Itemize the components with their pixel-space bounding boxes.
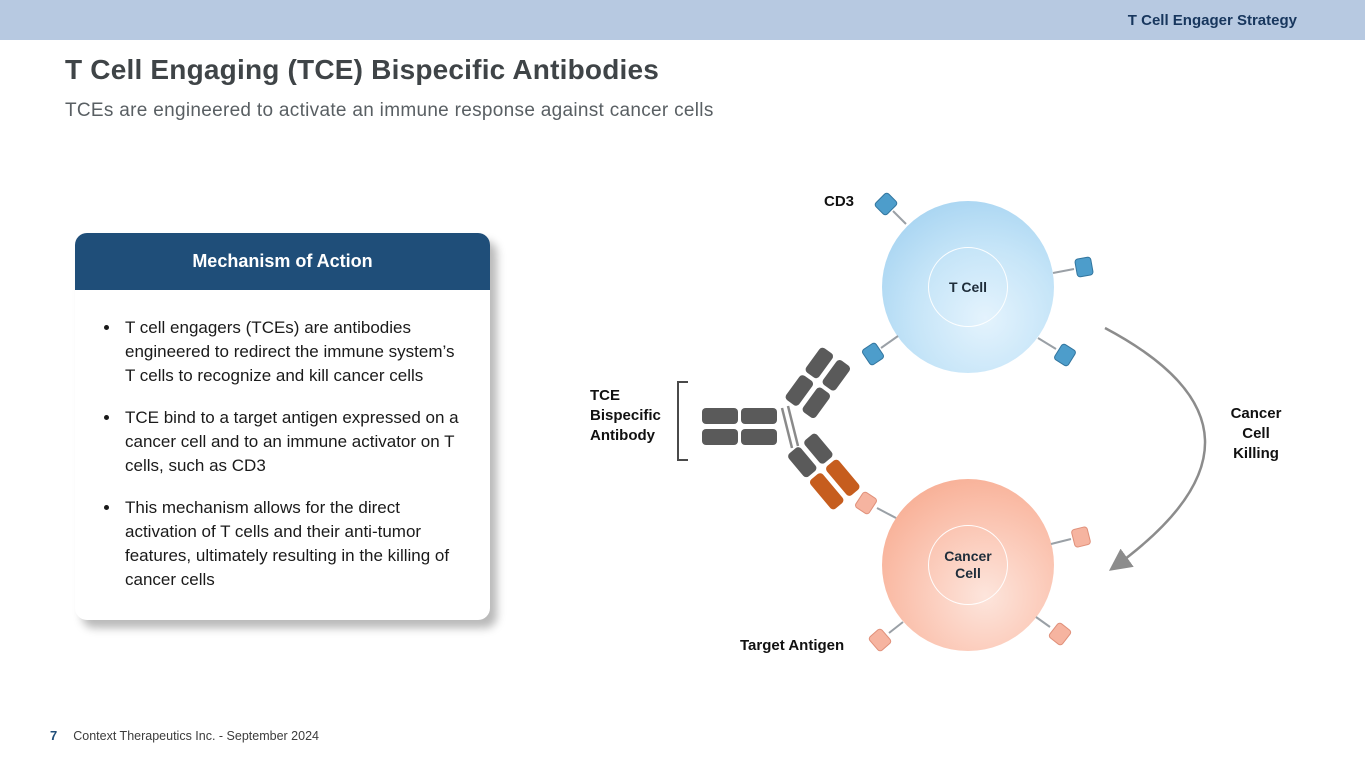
cancer-cell-killing-label: Cancer Cell Killing bbox=[1230, 405, 1282, 462]
mechanism-card-header: Mechanism of Action bbox=[75, 233, 490, 290]
cancer-cell-circle: Cancer Cell bbox=[882, 479, 1054, 651]
cd3-label: CD3 bbox=[824, 193, 855, 210]
target-antigen-receptor-icon bbox=[855, 491, 897, 519]
target-antigen-receptor-icon bbox=[868, 621, 904, 652]
cd3-receptor-icon bbox=[874, 192, 907, 225]
top-banner: T Cell Engager Strategy bbox=[0, 0, 1365, 40]
page-title: T Cell Engaging (TCE) Bispecific Antibod… bbox=[65, 54, 660, 85]
banner-label: T Cell Engager Strategy bbox=[1127, 11, 1297, 29]
cancer-cell-inner-circle: Cancer Cell bbox=[928, 525, 1008, 605]
cd3-receptor-icon bbox=[1052, 256, 1094, 278]
cancer-cell-killing-arrow bbox=[1104, 326, 1207, 571]
mechanism-bullet: T cell engagers (TCEs) are antibodies en… bbox=[121, 316, 468, 388]
t-cell-inner-circle: T Cell bbox=[928, 247, 1008, 327]
mechanism-card-title: Mechanism of Action bbox=[192, 251, 373, 271]
target-antigen-receptor-icon bbox=[1050, 526, 1091, 548]
mechanism-card: Mechanism of Action T cell engagers (TCE… bbox=[75, 233, 490, 620]
cd3-receptor-icon bbox=[861, 335, 899, 366]
slide-footer: 7 Context Therapeutics Inc. - September … bbox=[50, 728, 319, 743]
mechanism-bullet: TCE bind to a target antigen expressed o… bbox=[121, 406, 468, 478]
mechanism-bullet: This mechanism allows for the direct act… bbox=[121, 496, 468, 592]
page-subtitle: TCEs are engineered to activate an immun… bbox=[65, 100, 714, 121]
t-cell-circle: T Cell bbox=[882, 201, 1054, 373]
cd3-receptor-icon bbox=[1037, 337, 1076, 367]
tce-bispecific-antibody-label: TCE Bispecific Antibody bbox=[590, 387, 661, 444]
tce-label-bracket bbox=[677, 381, 688, 461]
page-number: 7 bbox=[50, 728, 58, 743]
target-antigen-label: Target Antigen bbox=[740, 637, 845, 654]
mechanism-bullet-list: T cell engagers (TCEs) are antibodies en… bbox=[75, 290, 490, 620]
footer-credit: Context Therapeutics Inc. - September 20… bbox=[73, 729, 319, 743]
tce-antibody-icon bbox=[702, 347, 860, 510]
cancer-cell-label: Cancer Cell bbox=[944, 548, 992, 581]
mechanism-diagram: T Cell Cancer Cell bbox=[560, 170, 1340, 700]
target-antigen-receptor-icon bbox=[1035, 616, 1072, 646]
t-cell-label: T Cell bbox=[948, 278, 988, 295]
